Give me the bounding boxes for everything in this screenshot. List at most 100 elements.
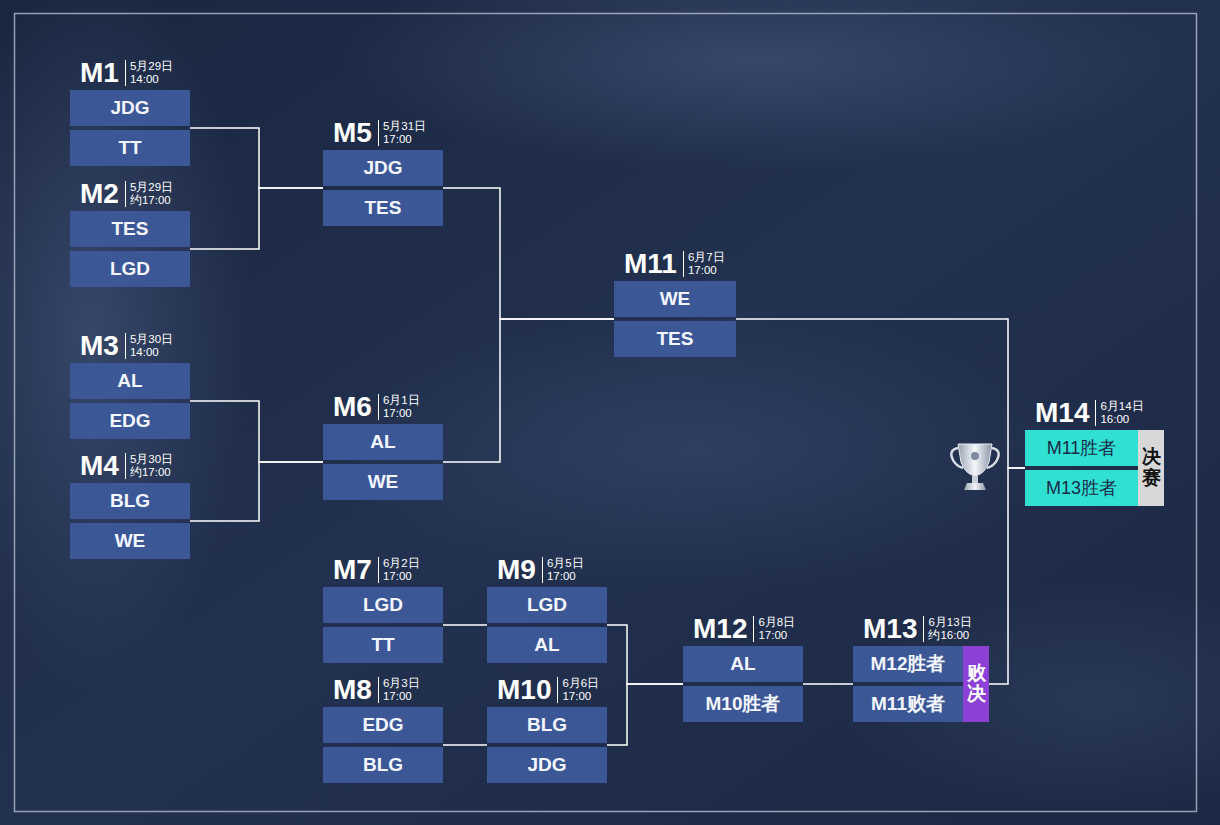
match-body: ALM10胜者 <box>683 646 803 722</box>
team-name: TT <box>371 634 394 656</box>
match-number: M5 <box>333 119 372 147</box>
team-box: LGD <box>70 251 190 287</box>
match-date: 6月8日 17:00 <box>753 616 795 642</box>
swirl <box>320 310 1080 590</box>
match-group: M25月29日 约17:00TES LGD <box>70 180 190 287</box>
bracket-line <box>803 683 853 685</box>
team-box: WE <box>614 281 736 317</box>
match-heading: M106月6日 17:00 <box>487 676 607 704</box>
team-name: AL <box>534 634 559 656</box>
team-stack: AL WE <box>323 424 443 500</box>
team-stack: M12胜者M11败者 <box>853 646 963 722</box>
match-date: 5月29日 约17:00 <box>125 181 173 207</box>
team-stack: JDG TES <box>323 150 443 226</box>
match-number: M3 <box>80 332 119 360</box>
match-body: TES LGD <box>70 211 190 287</box>
team-box: AL <box>323 424 443 460</box>
frame <box>15 14 1197 812</box>
team-stack: M11胜者M13胜者 <box>1025 430 1138 506</box>
team-name: JDG <box>363 157 402 179</box>
team-name: WE <box>368 471 399 493</box>
team-name: BLG <box>527 714 567 736</box>
team-name: LGD <box>110 258 150 280</box>
match-group: M55月31日 17:00JDG TES <box>323 119 443 226</box>
team-name: 决赛 <box>1142 447 1161 489</box>
team-name: EDG <box>109 410 150 432</box>
team-box: JDG <box>323 150 443 186</box>
team-name: AL <box>117 370 142 392</box>
team-box: EDG <box>70 403 190 439</box>
match-number: M4 <box>80 452 119 480</box>
team-box: TT <box>323 627 443 663</box>
match-body: BLG WE <box>70 483 190 559</box>
match-number: M8 <box>333 676 372 704</box>
team-name: TES <box>365 197 402 219</box>
team-box: TES <box>614 321 736 357</box>
match-body: AL WE <box>323 424 443 500</box>
team-box: TT <box>70 130 190 166</box>
team-box: JDG <box>487 747 607 783</box>
match-body: JDG TES <box>323 150 443 226</box>
match-body: BLG JDG <box>487 707 607 783</box>
team-box: AL <box>70 363 190 399</box>
match-group: M76月2日 17:00LGD TT <box>323 556 443 663</box>
team-box: LGD <box>487 587 607 623</box>
team-box: BLG <box>70 483 190 519</box>
match-heading: M45月30日 约17:00 <box>70 452 190 480</box>
team-stack: LGD AL <box>487 587 607 663</box>
team-name: LGD <box>527 594 567 616</box>
team-name: JDG <box>110 97 149 119</box>
match-heading: M55月31日 17:00 <box>323 119 443 147</box>
team-name: BLG <box>363 754 403 776</box>
team-stack: BLG JDG <box>487 707 607 783</box>
team-box: M10胜者 <box>683 686 803 722</box>
team-name: BLG <box>110 490 150 512</box>
bracket-line <box>607 625 683 684</box>
match-body: M12胜者M11败者败决 <box>853 646 989 722</box>
team-name: TES <box>112 218 149 240</box>
team-name: M13胜者 <box>1046 476 1117 500</box>
match-date: 5月29日 14:00 <box>125 60 173 86</box>
bracket-line <box>607 684 683 745</box>
match-number: M13 <box>863 615 917 643</box>
match-heading: M76月2日 17:00 <box>323 556 443 584</box>
team-stack: EDG BLG <box>323 707 443 783</box>
stage-tab: 败决 <box>963 646 989 722</box>
bracket-line <box>443 188 614 319</box>
match-number: M12 <box>693 615 747 643</box>
team-name: EDG <box>362 714 403 736</box>
match-number: M11 <box>624 250 677 278</box>
match-heading: M25月29日 约17:00 <box>70 180 190 208</box>
match-body: M11胜者M13胜者决赛 <box>1025 430 1164 506</box>
match-group: M146月14日 16:00M11胜者M13胜者决赛 <box>1025 399 1164 506</box>
match-date: 6月6日 17:00 <box>557 677 599 703</box>
team-box: AL <box>487 627 607 663</box>
match-group: M116月7日 17:00WE TES <box>614 250 736 357</box>
team-stack: TES LGD <box>70 211 190 287</box>
match-date: 6月1日 17:00 <box>378 394 420 420</box>
match-date: 6月5日 17:00 <box>542 557 584 583</box>
team-box: EDG <box>323 707 443 743</box>
match-body: AL EDG <box>70 363 190 439</box>
match-date: 6月7日 17:00 <box>683 251 725 277</box>
team-name: WE <box>115 530 146 552</box>
swirl <box>840 580 1220 820</box>
swirl <box>0 0 250 690</box>
match-heading: M146月14日 16:00 <box>1025 399 1164 427</box>
team-box: TES <box>323 190 443 226</box>
match-heading: M66月1日 17:00 <box>323 393 443 421</box>
match-number: M9 <box>497 556 536 584</box>
match-group: M66月1日 17:00AL WE <box>323 393 443 500</box>
match-number: M7 <box>333 556 372 584</box>
bracket-line <box>190 462 323 521</box>
team-name: TES <box>657 328 694 350</box>
match-heading: M136月13日 约16:00 <box>853 615 989 643</box>
match-date: 6月2日 17:00 <box>378 557 420 583</box>
match-number: M6 <box>333 393 372 421</box>
team-box: LGD <box>323 587 443 623</box>
team-box: M12胜者 <box>853 646 963 682</box>
match-number: M14 <box>1035 399 1089 427</box>
match-group: M45月30日 约17:00BLG WE <box>70 452 190 559</box>
match-body: LGD TT <box>323 587 443 663</box>
